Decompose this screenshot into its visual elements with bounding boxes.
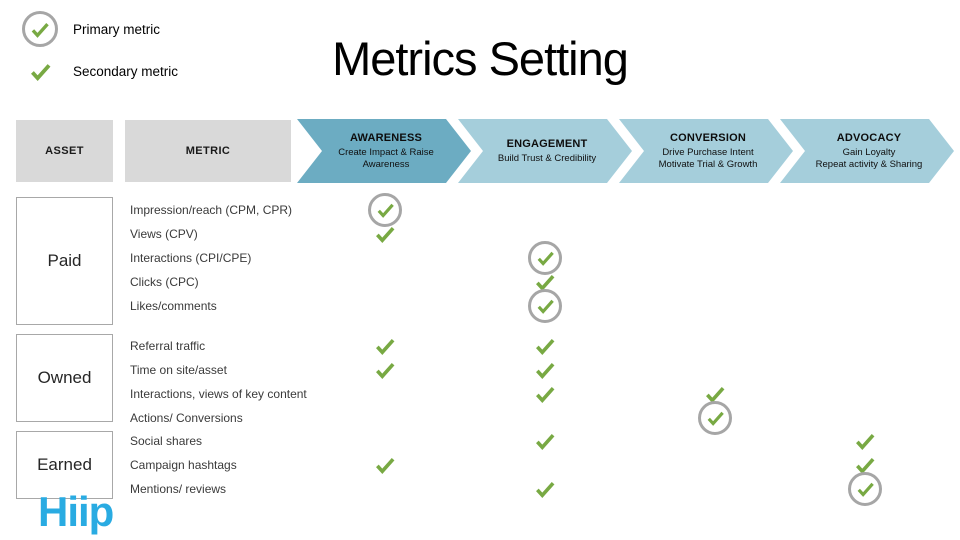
secondary-check-icon [534,385,556,403]
metric-column-header: METRIC [125,120,291,182]
page-title: Metrics Setting [332,32,629,85]
table-row: Impression/reach (CPM, CPR) [0,193,960,227]
check-icon [22,62,58,81]
metric-label: Time on site/asset [130,363,227,377]
stage-title: AWARENESS [349,131,423,144]
secondary-check-icon [374,456,396,474]
metric-label: Views (CPV) [130,227,198,241]
secondary-check-icon [374,361,396,379]
secondary-check-icon [854,456,876,474]
table-row: Mentions/ reviews [0,472,960,506]
asset-column-header: ASSET [16,120,113,182]
circled-check-icon [22,11,58,47]
stage-subtitle: Repeat activity & Sharing [815,158,923,170]
metric-label: Referral traffic [130,339,206,353]
secondary-check-icon [534,337,556,355]
asset-box-paid: Paid [16,197,113,325]
legend-primary: Primary metric [22,11,178,47]
metric-label: Social shares [130,434,203,448]
stage-title: ENGAGEMENT [506,137,588,150]
table-row: Referral traffic [0,334,960,358]
metric-label: Interactions, views of key content [130,387,307,401]
secondary-check-icon [534,480,556,498]
primary-check-icon [848,472,882,506]
stage-subtitle: Build Trust & Credibility [497,152,597,164]
primary-check-icon [528,241,562,275]
table-row: Likes/comments [0,289,960,323]
stage-subtitle: Gain Loyalty [842,146,896,158]
table-row: Social shares [0,429,960,453]
table-row: Actions/ Conversions [0,401,960,435]
secondary-check-icon [374,225,396,243]
hiip-logo: Hiip [38,488,114,535]
secondary-check-icon [704,385,726,403]
secondary-check-icon [534,432,556,450]
primary-check-icon [698,401,732,435]
primary-check-icon [528,289,562,323]
stage-subtitle: Drive Purchase Intent [662,146,754,158]
asset-box-earned: Earned [16,431,113,499]
metric-label: Clicks (CPC) [130,275,199,289]
table-row: Interactions (CPI/CPE) [0,241,960,275]
asset-box-owned: Owned [16,334,113,422]
stage-chevron-engagement: ENGAGEMENT Build Trust & Credibility [458,119,632,183]
stage-title: ADVOCACY [836,131,902,144]
primary-check-icon [368,193,402,227]
metric-group-paid: Impression/reach (CPM, CPR) Views (CPV) In… [0,193,960,323]
metric-label: Likes/comments [130,299,217,313]
legend-primary-label: Primary metric [73,21,160,37]
metric-label: Mentions/ reviews [130,482,227,496]
secondary-check-icon [854,432,876,450]
metric-label: Impression/reach (CPM, CPR) [130,203,293,217]
secondary-check-icon [534,361,556,379]
metric-label: Actions/ Conversions [130,411,243,425]
metric-label: Campaign hashtags [130,458,237,472]
table-row: Interactions, views of key content [0,382,960,406]
legend: Primary metric Secondary metric [22,11,178,81]
secondary-check-icon [534,273,556,291]
stage-subtitle: Awareness [362,158,410,170]
stage-subtitle: Motivate Trial & Growth [658,158,758,170]
legend-secondary: Secondary metric [22,62,178,81]
secondary-check-icon [374,337,396,355]
metric-label: Interactions (CPI/CPE) [130,251,252,265]
legend-secondary-label: Secondary metric [73,64,179,79]
table-row: Time on site/asset [0,358,960,382]
table-row: Campaign hashtags [0,453,960,477]
stage-title: CONVERSION [670,131,746,144]
table-row: Views (CPV) [0,222,960,246]
stage-subtitle: Create Impact & Raise [338,146,434,158]
table-row: Clicks (CPC) [0,270,960,294]
